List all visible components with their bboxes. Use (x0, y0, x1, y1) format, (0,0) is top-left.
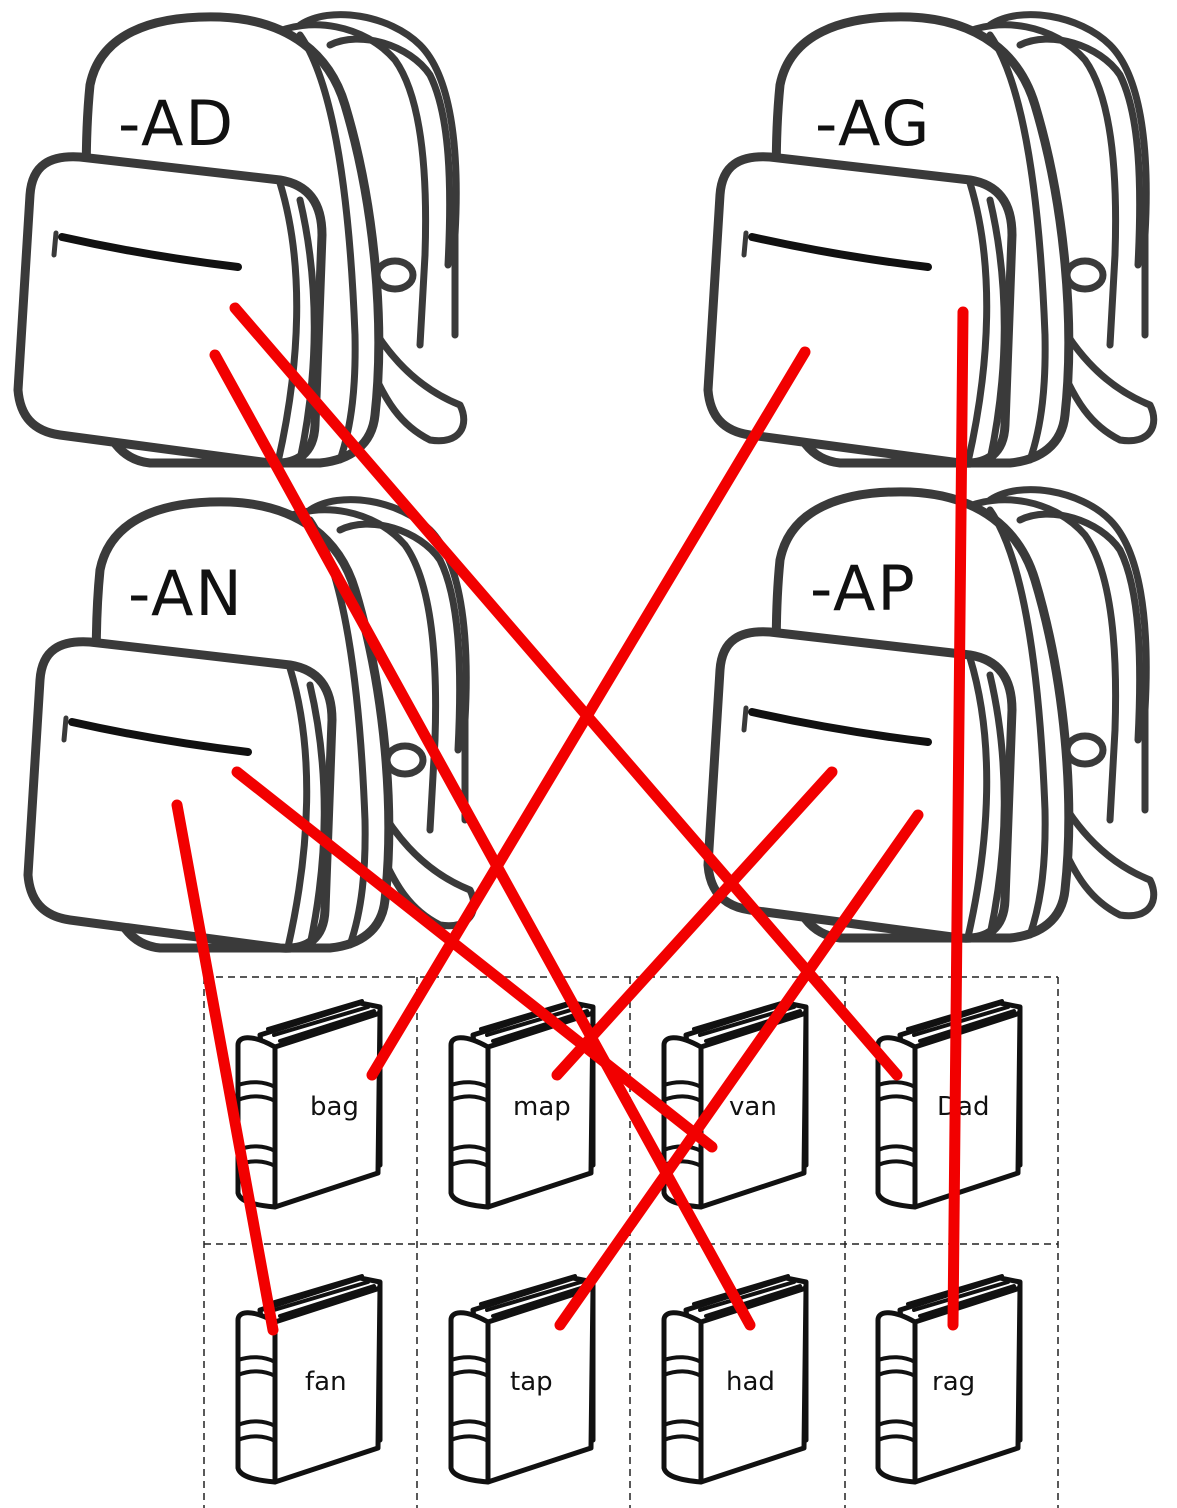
match-lines (171, 302, 969, 1336)
backpack-ap: -AP (708, 490, 1154, 939)
book-word: fan (305, 1367, 347, 1397)
match-line-ap-tap (554, 809, 924, 1331)
book-card-map[interactable]: map (451, 1001, 593, 1207)
book-card-bag[interactable]: bag (238, 1001, 380, 1207)
card-grid (203, 976, 1059, 1508)
book-card-rag[interactable]: rag (878, 1276, 1020, 1482)
match-line-an-fan (171, 799, 279, 1336)
book-card-dad[interactable]: Dad (878, 1001, 1020, 1207)
backpack-icon (708, 490, 1154, 939)
match-line-ap-map (551, 766, 838, 1081)
book-word: rag (932, 1367, 975, 1397)
book-card-van[interactable]: van (664, 1001, 806, 1207)
book-word: Dad (937, 1092, 989, 1122)
book-card-tap[interactable]: tap (451, 1276, 593, 1482)
match-line-an-van (231, 766, 718, 1153)
book-card-fan[interactable]: fan (238, 1276, 380, 1482)
backpack-label: -AP (810, 552, 917, 625)
book-word: bag (310, 1092, 359, 1122)
book-word: map (513, 1092, 571, 1122)
book-word: had (726, 1367, 775, 1397)
book-word: van (729, 1092, 777, 1122)
backpack-ag: -AG (708, 15, 1154, 464)
backpack-label: -AN (128, 557, 244, 630)
backpack-an: -AN (28, 500, 474, 949)
match-line-ad-had (209, 349, 756, 1331)
match-line-ad-dad (229, 302, 903, 1081)
backpack-label: -AD (118, 87, 235, 160)
book-word: tap (510, 1367, 553, 1397)
backpack-label: -AG (815, 87, 931, 160)
match-line-ag-bag (366, 346, 811, 1081)
book-card-had[interactable]: had (664, 1276, 806, 1482)
match-line-ag-rag (947, 306, 969, 1331)
backpack-icon (28, 500, 474, 949)
backpack-ad: -AD (18, 15, 464, 464)
